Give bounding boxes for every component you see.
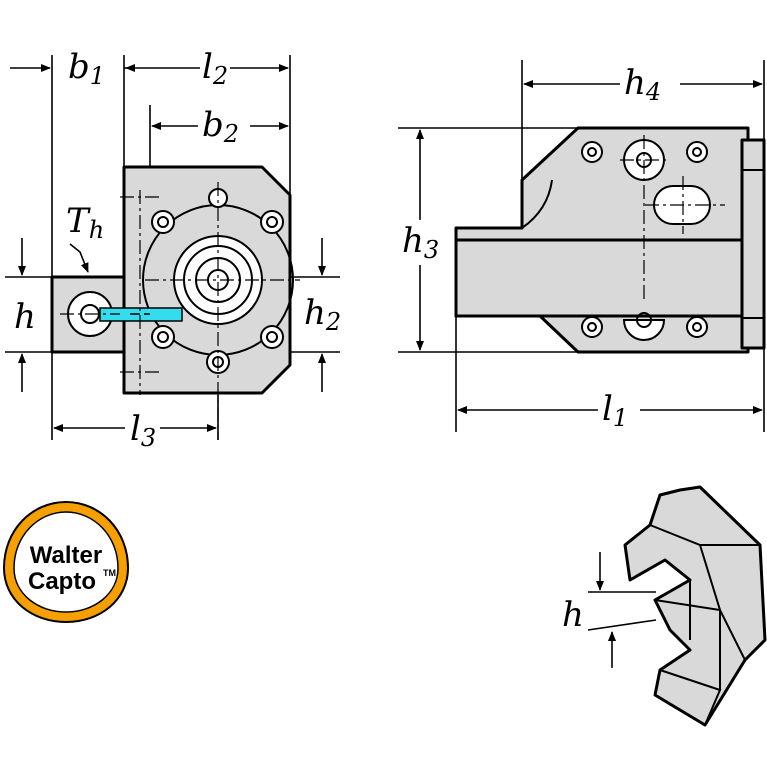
label-h-left: h: [14, 297, 36, 337]
dimension-labels: b1 l2 b2 Th h h2 l3 h4 h3 l1 h: [14, 47, 661, 635]
walter-capto-logo: Walter Capto TM: [2, 500, 130, 624]
logo-line1: Walter: [30, 542, 102, 569]
label-h3: h3: [402, 221, 439, 264]
side-shank: [454, 238, 744, 318]
label-b2: b2: [202, 105, 239, 148]
screw-holes: [151, 188, 284, 374]
front-dimensions: [5, 55, 340, 440]
detail-view: [587, 485, 767, 727]
front-view: [50, 165, 300, 440]
side-view: [454, 126, 766, 354]
label-b1: b1: [68, 47, 105, 90]
label-h4: h4: [624, 63, 661, 106]
side-dimensions: [398, 60, 765, 432]
label-h2: h2: [304, 293, 341, 336]
label-l1: l1: [602, 389, 628, 432]
label-h-detail: h: [562, 595, 584, 635]
logo-line2: Capto: [28, 568, 96, 595]
coolant-channel: [99, 307, 183, 322]
label-l2: l2: [202, 47, 228, 90]
logo-tm: TM: [103, 568, 116, 578]
label-Th: Th: [66, 201, 104, 244]
label-l3: l3: [130, 409, 156, 452]
